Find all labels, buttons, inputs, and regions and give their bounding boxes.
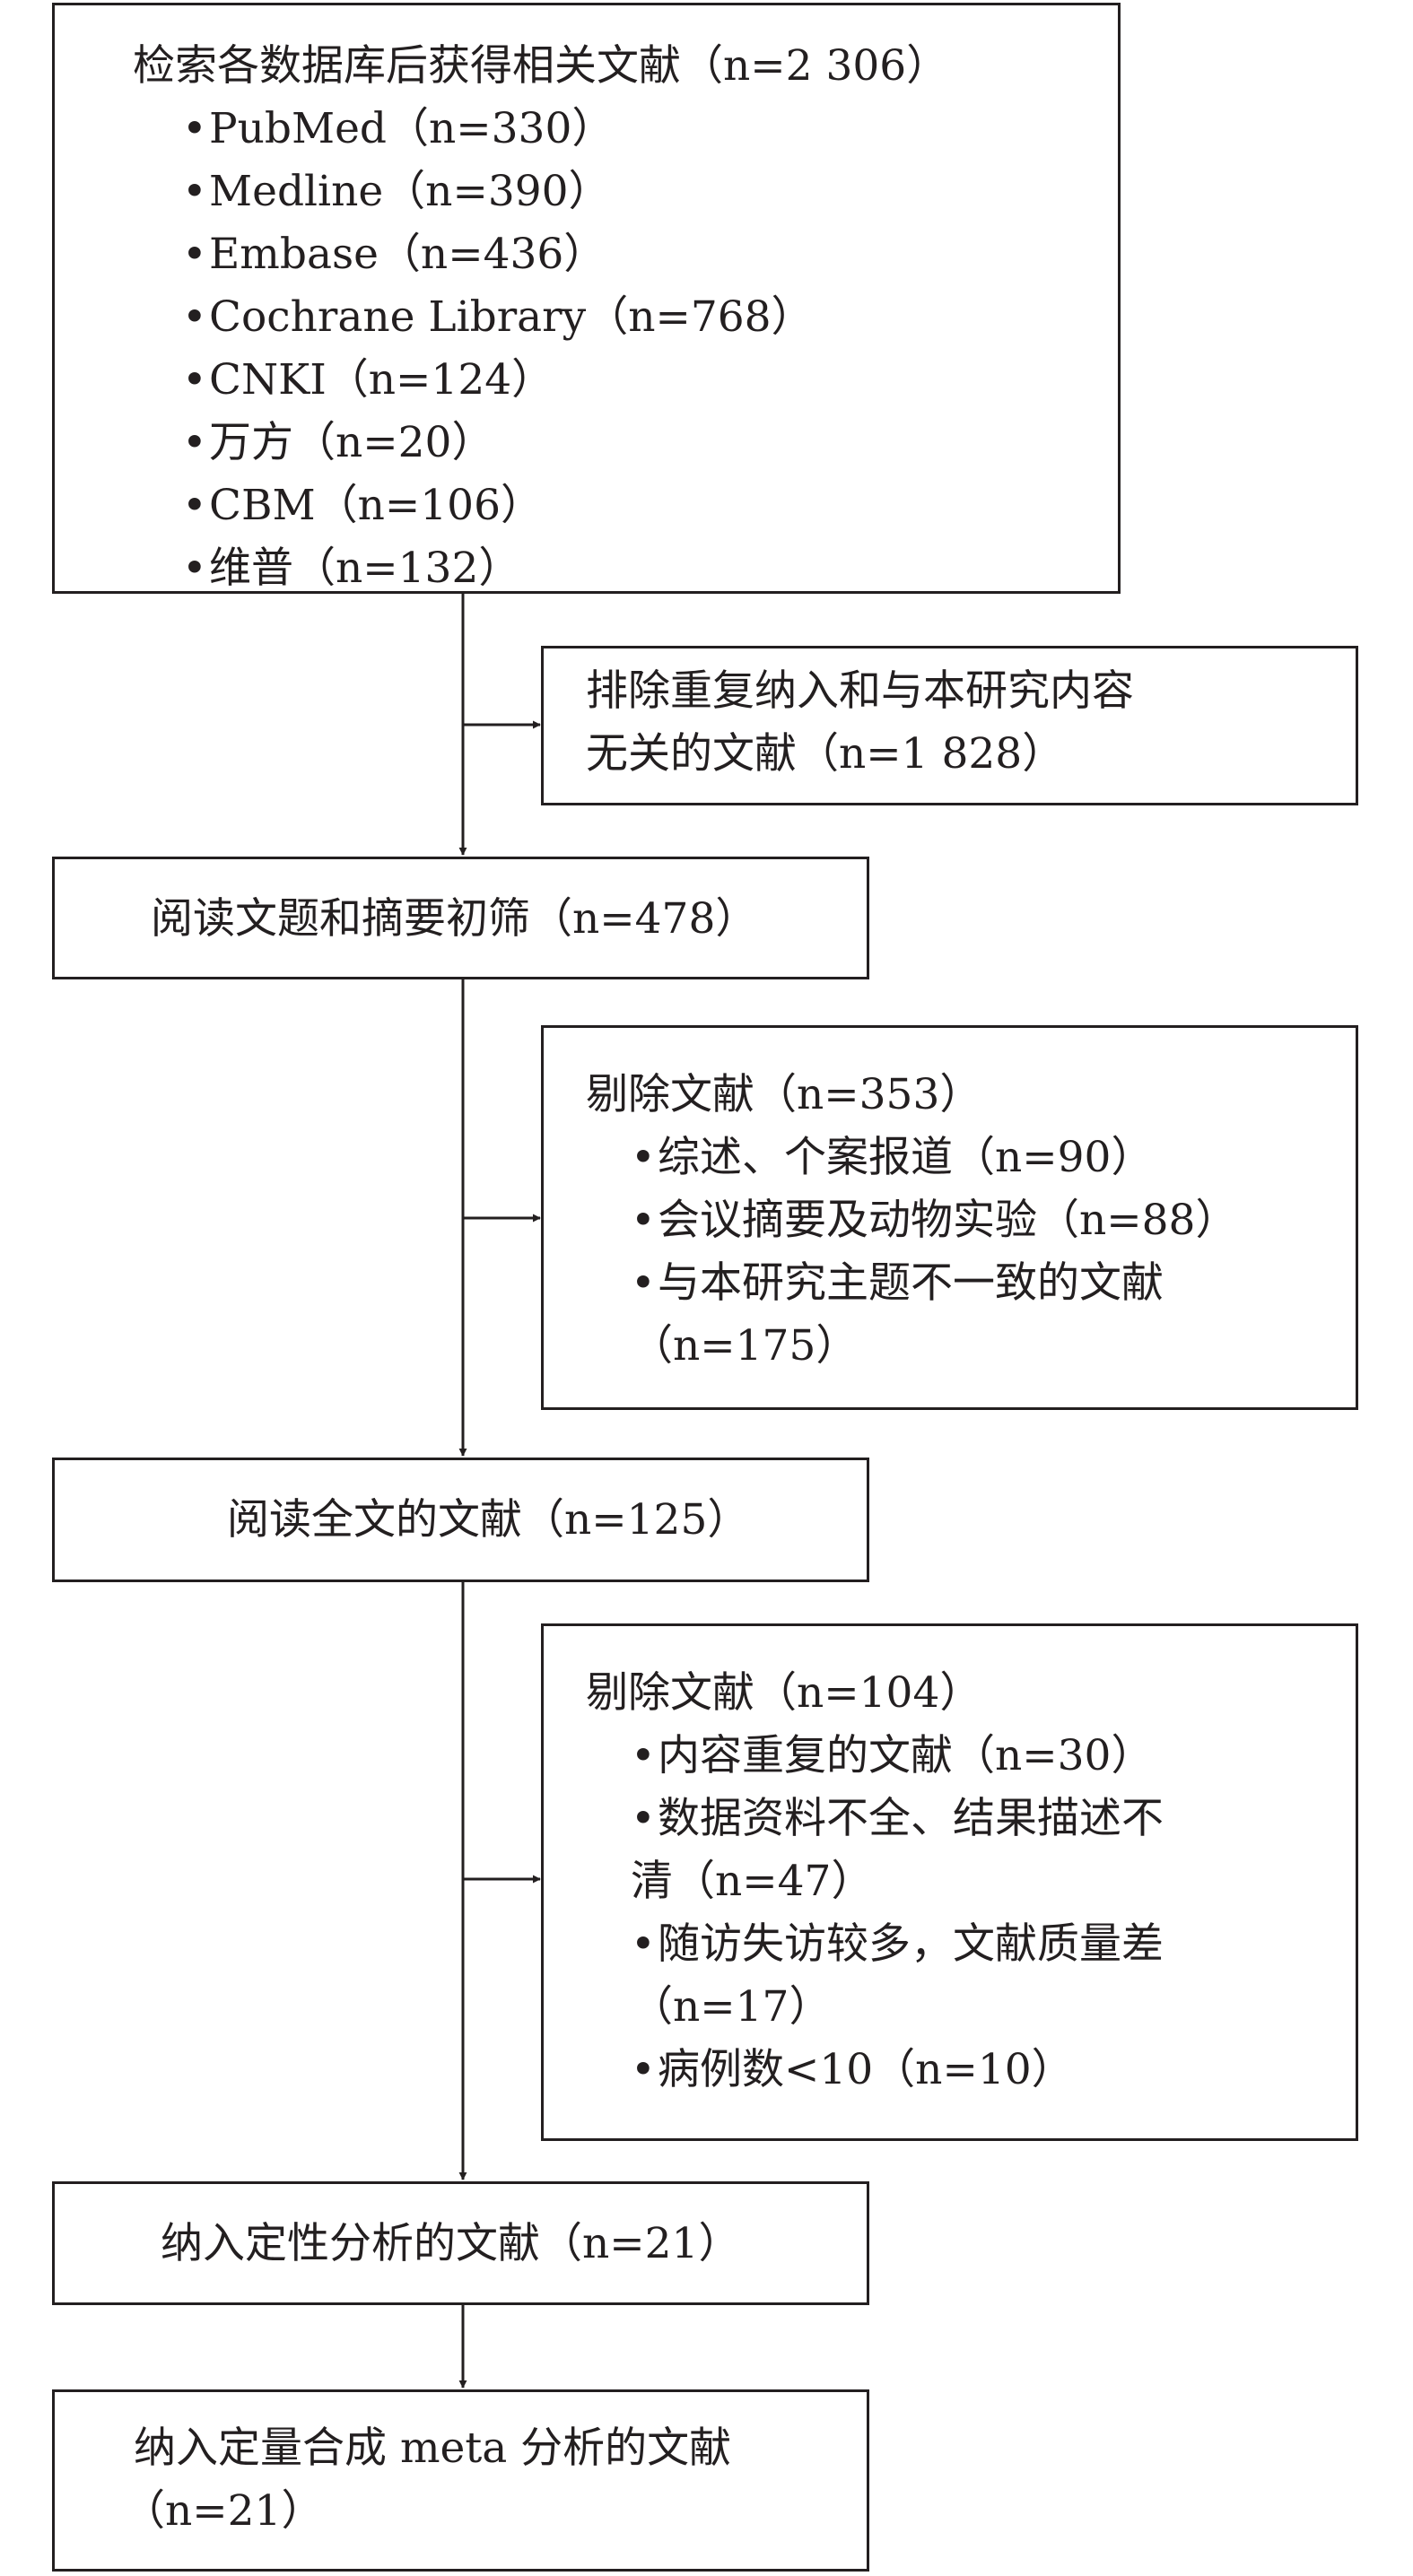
exclude-first-box: 剔除文献（n=353） 综述、个案报道（n=90） 会议摘要及动物实验（n=88… xyxy=(541,1025,1358,1410)
database-item-embase: Embase（n=436） xyxy=(182,223,1118,286)
quantitative-box: 纳入定量合成 meta 分析的文献 （n=21） xyxy=(52,2389,869,2572)
quantitative-line1: 纳入定量合成 meta 分析的文献 xyxy=(134,2424,732,2473)
database-item-medline: Medline（n=390） xyxy=(182,161,1118,223)
exclude-second-item-incomplete-cont: 清（n=47） xyxy=(631,1857,874,1906)
quantitative-line2: （n=21） xyxy=(123,2486,324,2536)
exclude-second-item-small-sample: 病例数<10（n=10） xyxy=(631,2039,1356,2102)
database-item-wanfang: 万方（n=20） xyxy=(182,412,1118,474)
exclude-first-item-irrelevant: 与本研究主题不一致的文献 xyxy=(631,1252,1356,1315)
database-item-vip: 维普（n=132） xyxy=(182,537,1118,600)
database-item-cbm: CBM（n=106） xyxy=(182,474,1118,537)
exclude-second-item-lost-followup-count: （n=17） xyxy=(631,1982,832,2032)
exclude-second-item-duplicate: 内容重复的文献（n=30） xyxy=(631,1725,1356,1788)
database-item-pubmed: PubMed（n=330） xyxy=(182,98,1118,161)
search-results-title: 检索各数据库后获得相关文献（n=2 306） xyxy=(133,41,949,91)
database-item-cochrane: Cochrane Library（n=768） xyxy=(182,286,1118,349)
fulltext-label: 阅读全文的文献（n=125） xyxy=(227,1495,750,1545)
exclude-duplicates-box: 排除重复纳入和与本研究内容 无关的文献（n=1 828） xyxy=(541,646,1358,805)
screening-label: 阅读文题和摘要初筛（n=478） xyxy=(151,894,758,944)
qualitative-box: 纳入定性分析的文献（n=21） xyxy=(52,2181,869,2305)
database-item-cnki: CNKI（n=124） xyxy=(182,349,1118,412)
qualitative-label: 纳入定性分析的文献（n=21） xyxy=(161,2219,741,2268)
exclude-duplicates-line1: 排除重复纳入和与本研究内容 xyxy=(586,666,1134,716)
fulltext-box: 阅读全文的文献（n=125） xyxy=(52,1458,869,1582)
exclude-second-title: 剔除文献（n=104） xyxy=(586,1668,982,1718)
exclude-first-title: 剔除文献（n=353） xyxy=(586,1070,982,1119)
exclude-second-item-incomplete: 数据资料不全、结果描述不 xyxy=(631,1788,1356,1850)
exclude-second-box: 剔除文献（n=104） 内容重复的文献（n=30） 数据资料不全、结果描述不 清… xyxy=(541,1623,1358,2141)
exclude-duplicates-line2: 无关的文献（n=1 828） xyxy=(586,729,1065,779)
exclude-first-item-reviews: 综述、个案报道（n=90） xyxy=(631,1127,1356,1189)
exclude-second-item-lost-followup: 随访失访较多，文献质量差 xyxy=(631,1913,1356,1976)
exclude-first-item-abstracts: 会议摘要及动物实验（n=88） xyxy=(631,1189,1356,1252)
search-results-box: 检索各数据库后获得相关文献（n=2 306） PubMed（n=330） Med… xyxy=(52,3,1121,594)
exclude-first-item-irrelevant-count: （n=175） xyxy=(631,1321,859,1371)
screening-box: 阅读文题和摘要初筛（n=478） xyxy=(52,857,869,979)
